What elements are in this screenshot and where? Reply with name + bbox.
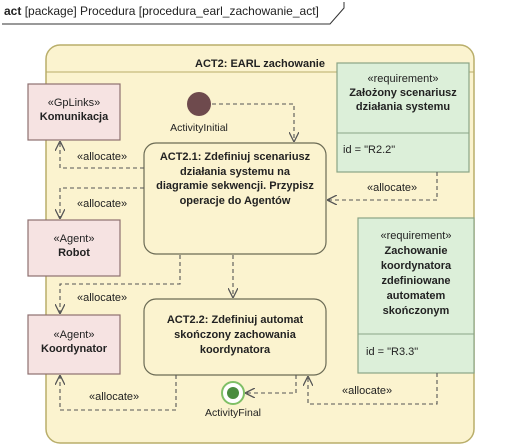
requirement-r3-3-name-1: Zachowanie [384, 245, 448, 257]
final-node-core [227, 387, 239, 399]
requirement-r2-2-name-1: Założony scenariusz [349, 87, 457, 99]
requirement-r2-2-text: «requirement» Założony scenariusz działa… [337, 72, 469, 114]
requirement-r3-3-name-4: automatem [386, 290, 446, 302]
flow-act22-to-final [246, 375, 297, 393]
allocate-label-koordynator-1: «allocate» [76, 292, 129, 305]
flow-initial-to-act21 [212, 103, 294, 141]
block-koordynator[interactable] [27, 314, 121, 375]
action-act2-1-line-1: ACT2.1: Zdefiniuj scenariusz [159, 151, 311, 163]
action-act2-1-line-3: diagramie sekwencji. Przypisz [156, 180, 314, 192]
block-robot-name: Robot [58, 247, 90, 259]
requirement-r2-2[interactable] [336, 62, 470, 173]
block-koordynator-text: «Agent» Koordynator [28, 328, 120, 356]
allocate-act21-robot [60, 187, 144, 218]
frame-label: act [package] Procedura [procedura_earl_… [4, 4, 319, 18]
block-robot[interactable] [27, 219, 121, 277]
action-act2-2-line-1: ACT2.2: Zdefiniuj automat [166, 314, 304, 326]
requirement-r3-3-name-2: koordynatora [380, 260, 452, 272]
requirement-r2-2-name-2: działania systemu [355, 101, 451, 113]
allocate-label-r3-3: «allocate» [341, 385, 394, 398]
allocate-act21-koordynator [60, 255, 181, 313]
requirement-r2-2-id: id = "R2.2" [343, 144, 396, 156]
action-act2-1-text: ACT2.1: Zdefiniuj scenariusz działania s… [146, 150, 324, 208]
requirement-r3-3[interactable] [357, 217, 475, 374]
frame-text: [package] Procedura [procedura_earl_zach… [24, 4, 319, 18]
block-robot-text: «Agent» Robot [28, 232, 120, 260]
allocate-r33-act22 [308, 373, 438, 405]
block-komunikacja[interactable] [27, 83, 121, 141]
allocate-label-r2-2: «allocate» [366, 182, 419, 195]
block-robot-stereotype: «Agent» [53, 233, 95, 245]
requirement-r3-3-name-5: skończonym [382, 305, 450, 317]
block-komunikacja-stereotype: «GpLinks» [47, 97, 101, 109]
block-komunikacja-text: «GpLinks» Komunikacja [28, 96, 120, 124]
requirement-r3-3-stereotype: «requirement» [380, 230, 452, 242]
final-node-label: ActivityFinal [204, 407, 261, 419]
action-act2-2-line-3: koordynatora [199, 344, 271, 356]
requirement-r2-2-stereotype: «requirement» [367, 73, 439, 85]
action-act2-1-line-4: operacje do Agentów [179, 194, 291, 207]
frame-keyword: act [4, 4, 22, 18]
frame-tab-outline [2, 2, 345, 25]
block-komunikacja-name: Komunikacja [39, 111, 109, 123]
action-act2-1-line-2: działania systemu na [179, 165, 291, 178]
initial-node[interactable] [187, 92, 211, 116]
allocate-label-komunikacja: «allocate» [76, 151, 129, 164]
allocate-act21-komunikacja [60, 142, 144, 169]
allocate-label-koordynator-2: «allocate» [88, 391, 141, 404]
requirement-r3-3-id: id = "R3.3" [366, 346, 419, 358]
action-act2-2-text: ACT2.2: Zdefiniuj automat skończony zach… [146, 313, 324, 358]
block-koordynator-name: Koordynator [41, 343, 107, 355]
initial-node-label: ActivityInitial [170, 122, 228, 134]
action-act2-2-line-2: skończony zachowania [174, 329, 296, 341]
action-act2-1[interactable] [143, 142, 327, 255]
block-koordynator-stereotype: «Agent» [53, 329, 95, 341]
allocate-r22-act21 [328, 172, 438, 200]
activity-title: ACT2: EARL zachowanie [195, 58, 325, 70]
allocate-label-robot: «allocate» [76, 198, 129, 211]
allocate-act22-koordynator [60, 375, 177, 411]
requirement-r3-3-name-3: zdefiniowane [381, 275, 451, 287]
requirement-r3-3-text: «requirement» Zachowanie koordynatora zd… [358, 229, 474, 319]
action-act2-2[interactable] [143, 298, 327, 376]
